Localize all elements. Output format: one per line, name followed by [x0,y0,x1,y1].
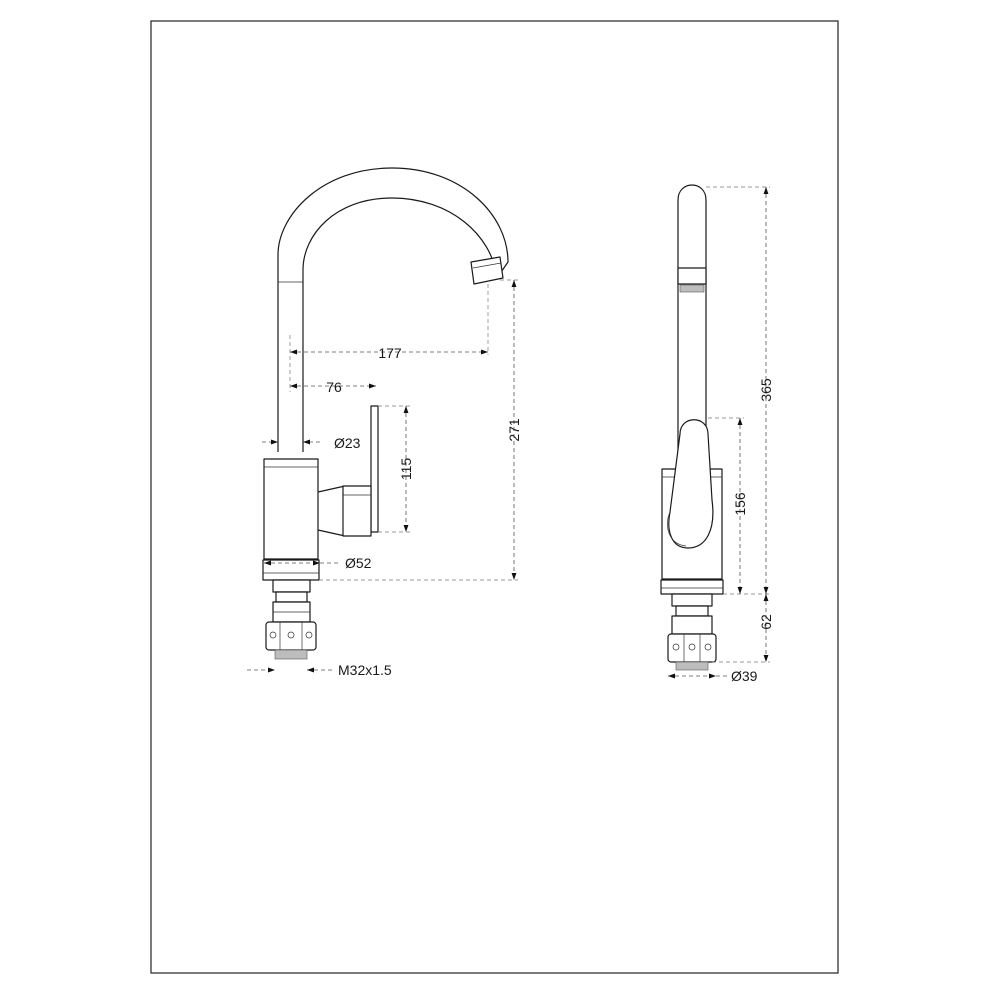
side-dimensions: 365 156 62 Ø39 [668,186,774,684]
dim-76-label: 76 [326,379,342,395]
front-shank-2 [275,591,308,603]
front-aerator [470,256,504,285]
side-aerator-mesh [679,284,705,293]
side-shank-1 [671,593,713,607]
front-spout [277,167,509,452]
side-hex-nut [667,633,717,663]
dim-271-label: 271 [506,418,522,442]
dim-d52-label: Ø52 [345,555,372,571]
dim-115-label: 115 [398,458,414,481]
side-lever [668,419,714,549]
side-view [660,184,724,671]
front-lever-plate [370,405,379,533]
dim-156-label: 156 [732,492,748,516]
dim-365-label: 365 [758,378,774,402]
sheet-frame [150,20,839,974]
front-dimensions: 177 76 Ø23 115 271 Ø52 M32x1.5 [247,279,522,678]
side-spout [677,184,707,470]
front-body [263,458,319,560]
dim-thread-label: M32x1.5 [338,662,392,678]
front-nut-hole-3 [305,631,313,639]
dim-62-label: 62 [758,614,774,630]
dim-d23-label: Ø23 [334,435,361,451]
dim-177-label: 177 [378,345,402,361]
side-thread [675,661,709,671]
front-thread [274,649,308,660]
front-nut-hole-2 [287,631,295,639]
front-view [262,167,509,660]
side-base-ring [660,579,724,595]
front-aerator-seam [472,262,502,269]
side-shank-2 [675,605,709,617]
front-hex-nut [265,621,317,651]
front-shank-1 [272,579,311,593]
side-aerator [677,267,707,285]
front-lever-handle [342,485,372,537]
dim-d39-label: Ø39 [731,668,758,684]
front-nut-hole-1 [269,631,277,639]
side-lever-bulge [667,511,687,547]
side-shank-3 [671,615,713,635]
